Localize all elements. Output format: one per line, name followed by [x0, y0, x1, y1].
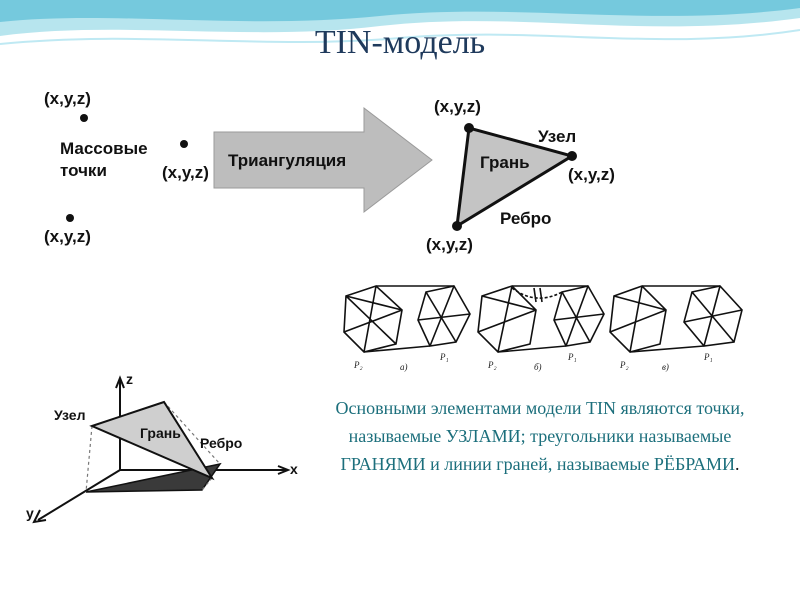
- triangulation-examples-diagram: P₂ P₁ а) P₂ P₁ б) P₂ P₁ в): [336, 280, 760, 376]
- mass-point-label-right: (x,y,z): [162, 163, 209, 182]
- axis-x-label: x: [290, 461, 298, 477]
- mass-point-bottom: [66, 214, 74, 222]
- triangulation-arrow: [213, 106, 433, 214]
- point-label: P₂: [353, 360, 363, 370]
- tin-node-bottom: [452, 221, 462, 231]
- face-triangle: [89, 400, 215, 481]
- axis-y: [37, 469, 121, 521]
- mass-points-label-line1: Массовые: [60, 139, 148, 158]
- point-label: P₂: [619, 360, 629, 370]
- caption-c: в): [662, 362, 669, 372]
- slide-title: TIN-модель: [314, 24, 486, 61]
- face-label: Грань: [140, 425, 181, 441]
- point-label: P₁: [703, 352, 713, 362]
- edge-label: Ребро: [500, 209, 551, 228]
- triangulation-example-a: [343, 285, 471, 353]
- tin-point-label-top: (x,y,z): [434, 97, 481, 116]
- face-label: Грань: [480, 153, 530, 172]
- edge-label: Ребро: [200, 435, 242, 451]
- mass-point-label-top: (x,y,z): [44, 89, 91, 108]
- triangulation-example-c: [609, 285, 743, 353]
- description-text: Основными элементами модели TIN являются…: [335, 398, 745, 474]
- point-label: P₁: [567, 352, 577, 362]
- axis-z-label: z: [126, 371, 133, 387]
- point-label: P₂: [487, 360, 497, 370]
- header-waves: [0, 0, 800, 45]
- caption-b: б): [534, 362, 542, 372]
- tin-node-top: [464, 123, 474, 133]
- arrow-label: Триангуляция: [228, 151, 346, 170]
- mass-point-label-bottom: (x,y,z): [44, 227, 91, 246]
- node-label: Узел: [538, 127, 576, 146]
- mass-points-label-line2: точки: [60, 161, 107, 180]
- tin-point-label-bottom: (x,y,z): [426, 235, 473, 254]
- axis-y-label: y: [26, 505, 34, 521]
- mass-point-right: [180, 140, 188, 148]
- tin-face: [455, 126, 576, 229]
- mass-point-top: [80, 114, 88, 122]
- slide-description: Основными элементами модели TIN являются…: [310, 394, 770, 478]
- tin-node-right: [567, 151, 577, 161]
- triangulation-concept-diagram: (x,y,z) Массовые точки (x,y,z) (x,y,z) Т…: [34, 70, 648, 268]
- point-label: P₁: [439, 352, 449, 362]
- triangulation-example-b: [477, 285, 605, 353]
- node-label: Узел: [54, 407, 85, 423]
- tin-point-label-right: (x,y,z): [568, 165, 615, 184]
- caption-a: а): [400, 362, 408, 372]
- description-end: .: [735, 454, 740, 474]
- tin-3d-diagram: Узел Грань Ребро z x y: [24, 370, 308, 538]
